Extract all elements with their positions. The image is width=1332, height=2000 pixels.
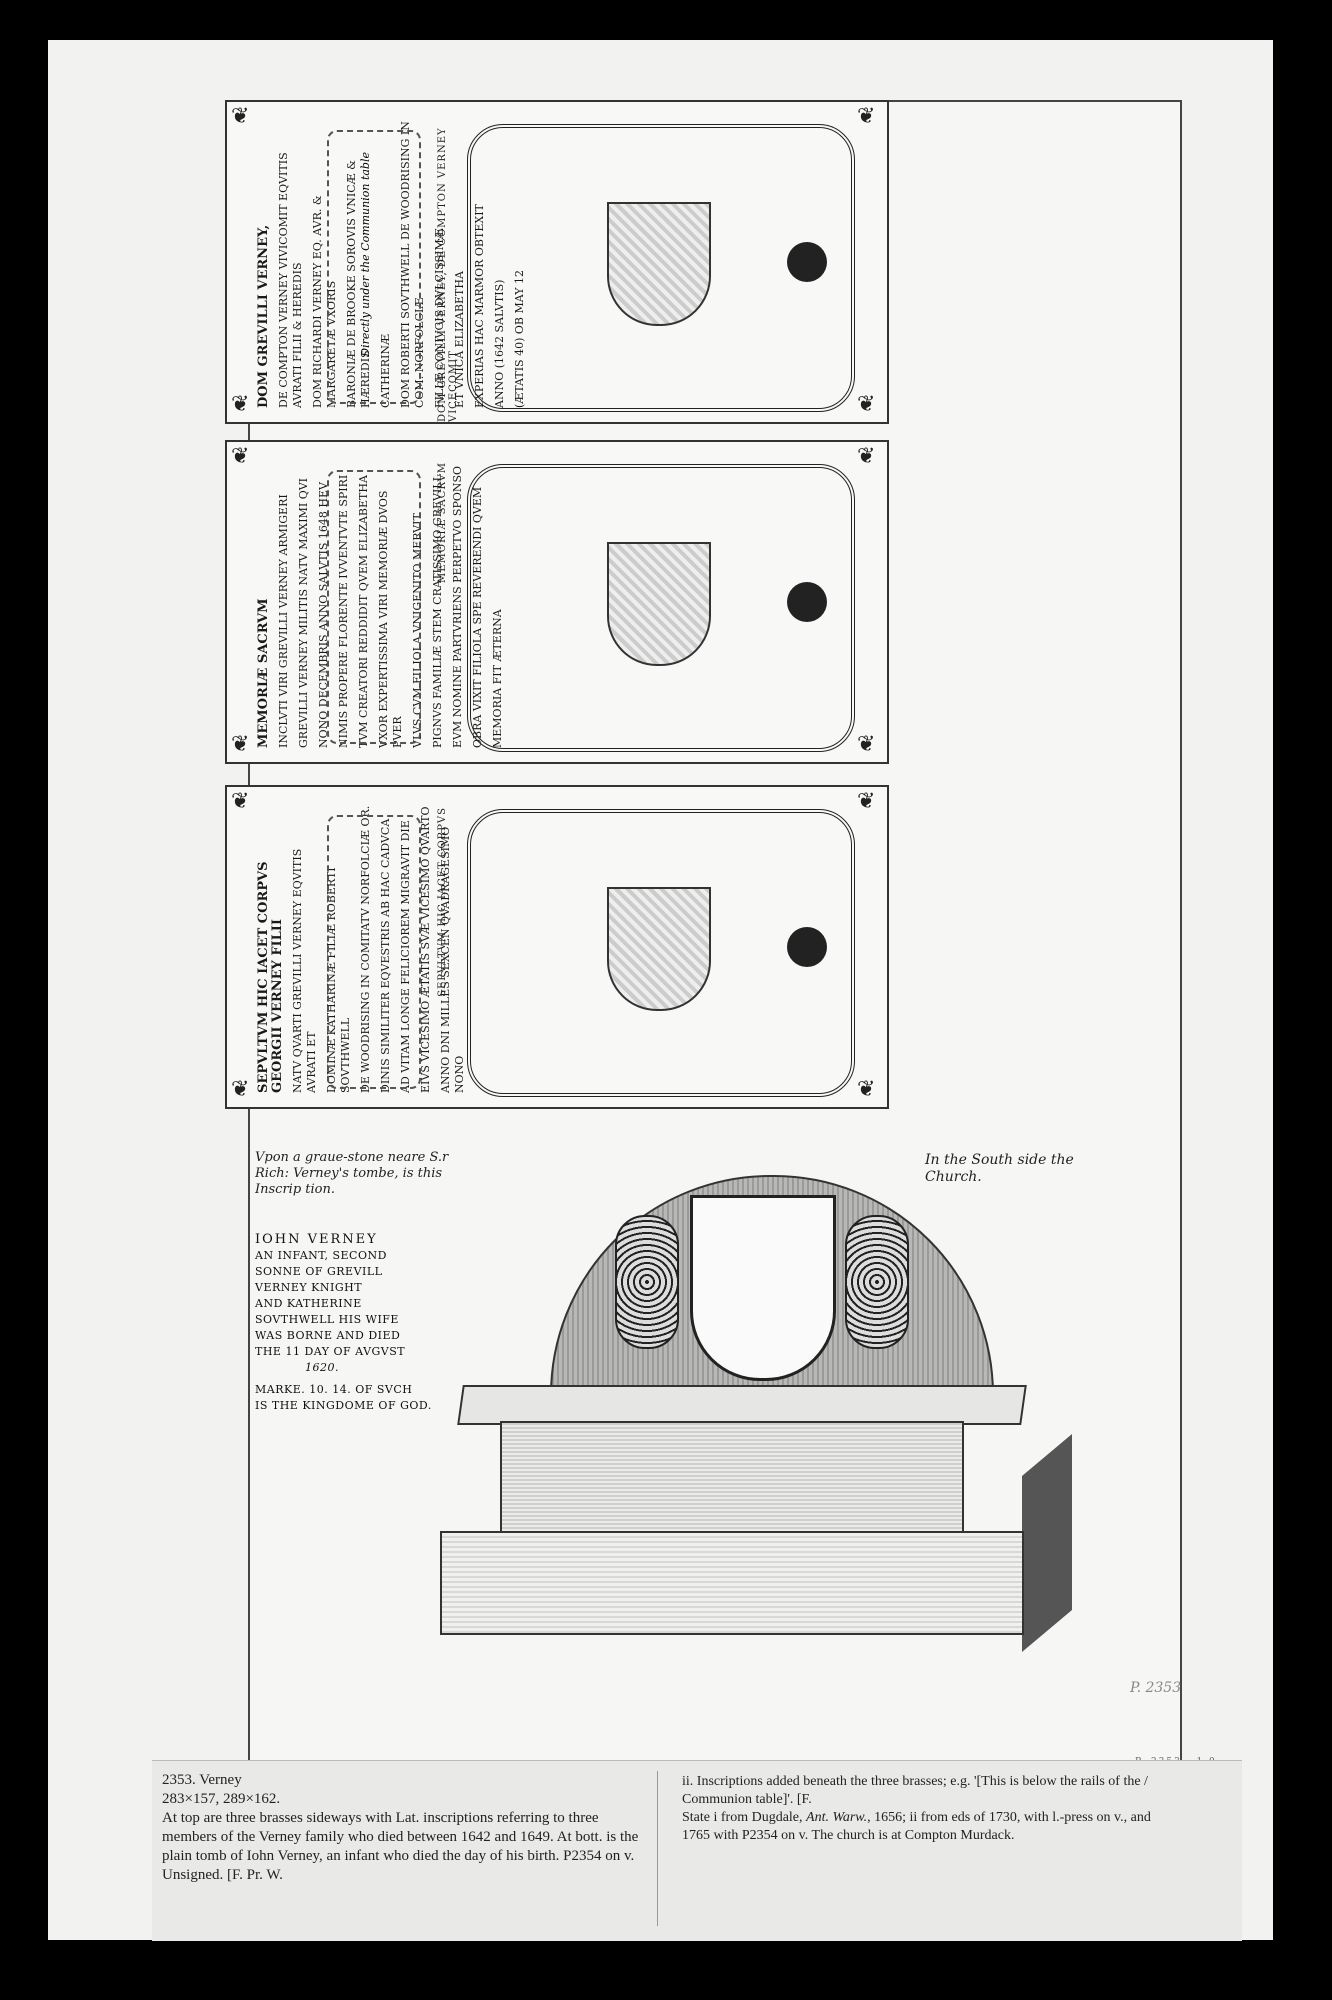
inscription-title: SEPVLTVM HIC IACET CORPVS GEORGII VERNEY… — [256, 861, 285, 1094]
catalog-entry: 2353. Verney 283×157, 289×162. At top ar… — [152, 1760, 1242, 1941]
fleur-icon: ❦ — [231, 1077, 250, 1102]
helmet-icon — [787, 582, 827, 622]
epitaph-name: IOHN VERNEY — [255, 1232, 378, 1247]
tomb-slab — [457, 1385, 1027, 1425]
fleur-icon: ❦ — [231, 104, 250, 129]
epitaph-line: SOVTHWELL HIS WIFE — [255, 1313, 399, 1326]
fleur-icon: ❦ — [857, 444, 876, 469]
coat-of-arms-icon — [607, 887, 711, 1011]
epitaph-line: SONNE OF GREVILL — [255, 1265, 383, 1278]
tomb-illustration — [430, 1155, 1080, 1775]
catalog-state-ii: ii. Inscriptions added beneath the three… — [682, 1774, 1148, 1807]
catalog-states-pre: State i from Dugdale, — [682, 1810, 807, 1825]
inscription-line: INCLVTI VIRI GREVILLI VERNEY ARMIGERI — [277, 494, 290, 748]
catalog-heading: 2353. Verney — [162, 1772, 242, 1788]
cartouche-frame — [467, 124, 855, 412]
catalog-divider — [657, 1771, 658, 1926]
inscription-title: MEMORIÆ SACRVM — [256, 598, 271, 748]
communion-table-plate: Directly under the Communion table — [327, 130, 421, 404]
epitaph-line: AN INFANT, SECOND — [255, 1249, 387, 1262]
inscription-line: NATV QVARTI GREVILLI VERNEY EQVITIS AVRA… — [291, 848, 318, 1093]
fleur-icon: ❦ — [231, 732, 250, 757]
epitaph-line: VERNEY KNIGHT — [255, 1281, 363, 1294]
cartouche-frame — [467, 464, 855, 752]
coat-of-arms-icon — [690, 1195, 836, 1381]
brass-panel-2: MEMORIÆ SACRVM INCLVTI VIRI GREVILLI VER… — [225, 440, 889, 764]
fleur-icon: ❦ — [857, 732, 876, 757]
tomb-base — [440, 1531, 1024, 1635]
coat-of-arms-icon — [607, 542, 711, 666]
brass-label: MEMORIÆ SACRVM — [437, 462, 448, 584]
fleur-icon: ❦ — [857, 789, 876, 814]
epitaph: IOHN VERNEY AN INFANT, SECOND SONNE OF G… — [255, 1232, 465, 1414]
catalog-states: State i from Dugdale, Ant. Warw., 1656; … — [682, 1809, 1152, 1845]
helmet-icon — [787, 242, 827, 282]
catalog-description: At top are three brasses sideways with L… — [162, 1810, 639, 1883]
leopard-supporter-icon — [615, 1215, 679, 1349]
fleur-icon: ❦ — [857, 1077, 876, 1102]
tomb-shadow — [1022, 1434, 1072, 1652]
catalog-source-title: Ant. Warw. — [806, 1810, 868, 1825]
fleur-icon: ❦ — [857, 392, 876, 417]
communion-table-plate — [327, 815, 421, 1089]
fleur-icon: ❦ — [231, 392, 250, 417]
brass-label: DOM GREVILLI VERNEY, DE COMPTON VERNEY V… — [437, 127, 459, 422]
epitaph-verse: IS THE KINGDOME OF GOD. — [255, 1399, 432, 1412]
catalog-sizes: 283×157, 289×162. — [162, 1791, 281, 1807]
fleur-icon: ❦ — [231, 444, 250, 469]
leopard-supporter-icon — [845, 1215, 909, 1349]
tomb-block — [500, 1421, 964, 1535]
brass-panel-3: SEPVLTVM HIC IACET CORPVS GEORGII VERNEY… — [225, 785, 889, 1109]
inscription-line: EVM NOMINE PARTVRIENS PERPETVO SPONSO — [451, 465, 464, 748]
helmet-icon — [787, 927, 827, 967]
epitaph-line: AND KATHERINE — [255, 1297, 362, 1310]
inscription-title: DOM GREVILLI VERNEY, — [256, 224, 271, 408]
inscription-line: GREVILLI VERNEY MILITIS NATV MAXIMI QVI — [297, 477, 310, 748]
south-side-note: In the South side the Church. — [925, 1152, 1074, 1185]
coat-of-arms-icon — [607, 202, 711, 326]
inscription-line: EIVS VICESIMO ÆTATIS SVÆ VICESIMO QVARTO — [419, 806, 432, 1093]
fleur-icon: ❦ — [857, 104, 876, 129]
brass-label: SEPVLTVM HIC IACET CORPVS — [437, 807, 448, 997]
plate-note: Directly under the Communion table — [359, 152, 372, 357]
catalog-states-post: , 1656; ii from eds of 1730, with l.-pre… — [682, 1810, 1151, 1843]
upon-note: Vpon a graue-stone neare S.r Rich: Verne… — [255, 1150, 449, 1197]
fleur-icon: ❦ — [231, 789, 250, 814]
epitaph-line: THE 11 DAY OF AVGVST — [255, 1345, 406, 1358]
reference-stamp: P. 2353 — [1130, 1680, 1182, 1696]
cartouche-frame — [467, 809, 855, 1097]
epitaph-verse: MARKE. 10. 14. OF SVCH — [255, 1383, 413, 1396]
brass-panel-1: DOM GREVILLI VERNEY, DE COMPTON VERNEY V… — [225, 100, 889, 424]
epitaph-line: WAS BORNE AND DIED — [255, 1329, 401, 1342]
communion-table-plate — [327, 470, 421, 744]
inscription-line: DE COMPTON VERNEY VIVICOMIT EQVITIS AVRA… — [277, 152, 304, 408]
catalog-right: ii. Inscriptions added beneath the three… — [682, 1773, 1152, 1845]
epitaph-year: 1620. — [305, 1361, 339, 1374]
catalog-left: 2353. Verney 283×157, 289×162. At top ar… — [162, 1771, 642, 1885]
